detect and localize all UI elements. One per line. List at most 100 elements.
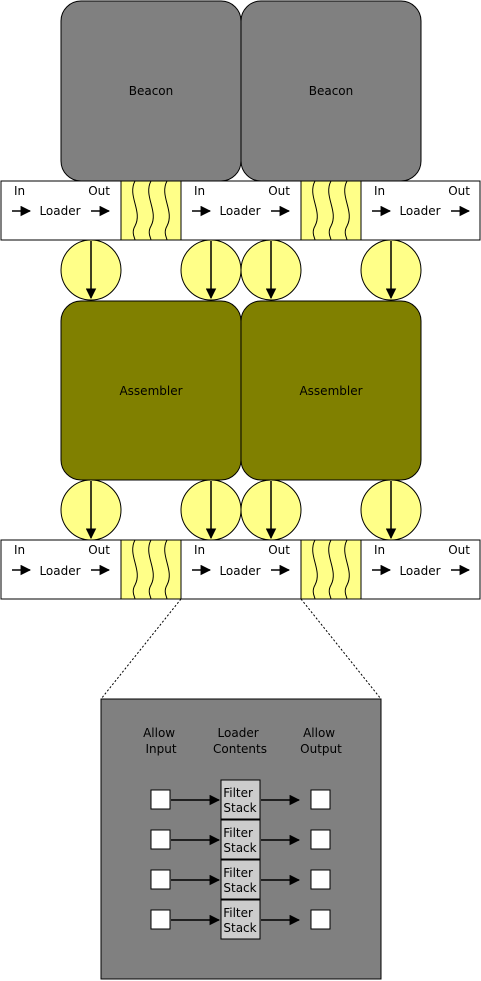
filter-stack-line: Stack [223,881,256,895]
loader-in-label: In [14,184,25,198]
inserter [180,479,242,541]
col-header-line: Contents [213,742,267,756]
loader-out-label: Out [448,184,470,198]
loader-row-top: In Out Loader In Out Loader [0,180,481,241]
filter-stack-box [220,899,261,940]
col-header-line: Allow [303,726,335,740]
filter-stack-line: Stack [223,841,256,855]
allow-input-checkbox[interactable] [150,869,171,890]
belt-wave [148,539,154,600]
loader-out-label: Out [88,543,110,557]
loader: In Out Loader [0,539,122,600]
filter-stack-line: Filter [223,906,253,920]
inserter [180,239,242,301]
loader-out-label: Out [88,184,110,198]
loader-label: Loader [219,564,260,578]
belt [120,539,182,600]
loader-label: Loader [399,564,440,578]
inserter [240,239,302,301]
beacon-right: Beacon [240,0,422,182]
loader-label: Loader [39,564,80,578]
assembler-box [240,300,422,481]
belt-box [300,539,362,600]
loader: In Out Loader [0,180,122,241]
filter-stack-line: Filter [223,866,253,880]
belt-wave [312,180,318,241]
allow-input-checkbox[interactable] [150,829,171,850]
belt-wave [344,539,350,600]
filter-stack-label: Filter Stack [223,826,257,855]
filter-stack-line: Stack [223,921,256,935]
col-header-loader-contents: Loader Contents [213,726,267,756]
col-header-line: Input [145,742,176,756]
col-header-line: Allow [143,726,175,740]
col-header-line: Output [300,742,342,756]
zoom-line-left [100,598,182,700]
assembler-left: Assembler [60,300,242,481]
loader-out-label: Out [268,184,290,198]
inserter [360,239,422,301]
loader-in-label: In [374,543,385,557]
inserter [60,479,122,541]
allow-input-checkbox[interactable] [150,909,171,930]
filter-stack-label: Filter Stack [223,786,257,815]
beacon-label: Beacon [129,84,174,98]
filter-row: Filter Stack [150,779,331,820]
belt-wave [328,539,334,600]
loader-in-label: In [14,543,25,557]
loader: In Out Loader [360,539,481,600]
filter-stack-line: Filter [223,826,253,840]
filter-stack-line: Filter [223,786,253,800]
belt [300,539,362,600]
belt-wave [344,180,350,241]
loader-label: Loader [39,204,80,218]
allow-input-checkbox[interactable] [150,789,171,810]
belt-wave [132,180,138,241]
inserter-row-top [60,239,422,301]
inserter-row-bottom [60,479,422,541]
filter-row: Filter Stack [150,859,331,900]
loader-out-label: Out [448,543,470,557]
filter-stack-box [220,779,261,820]
loader-in-label: In [194,184,205,198]
allow-output-checkbox[interactable] [310,789,331,810]
inserter [60,239,122,301]
allow-output-checkbox[interactable] [310,829,331,850]
loader-in-label: In [374,184,385,198]
filter-stack-label: Filter Stack [223,906,257,935]
inserter [240,479,302,541]
belt-box [300,180,362,241]
allow-output-checkbox[interactable] [310,909,331,930]
filter-stack-box [220,819,261,860]
belt-box [120,539,182,600]
loader-label: Loader [399,204,440,218]
assembler-label: Assembler [119,384,182,398]
loader-detail-panel: Allow Input Loader Contents Allow Output… [100,698,382,980]
loader-in-label: In [194,543,205,557]
beacon-left: Beacon [60,0,242,182]
filter-stack-box [220,859,261,900]
belt-wave [328,180,334,241]
col-header-line: Loader [218,726,259,740]
assembler-label: Assembler [299,384,362,398]
belt-wave [132,539,138,600]
inserter [360,479,422,541]
allow-output-checkbox[interactable] [310,869,331,890]
belt [300,180,362,241]
filter-stack-label: Filter Stack [223,866,257,895]
belt-box [120,180,182,241]
filter-row: Filter Stack [150,819,331,860]
belt-wave [312,539,318,600]
belt-wave [148,180,154,241]
belt-wave [164,539,170,600]
belt-wave [164,180,170,241]
belt [120,180,182,241]
col-header-allow-input: Allow Input [143,726,179,756]
loader-out-label: Out [268,543,290,557]
loader: In Out Loader [360,180,481,241]
zoom-line-right [300,598,382,700]
col-header-allow-output: Allow Output [300,726,342,756]
assembler-right: Assembler [240,300,422,481]
loader: In Out Loader [180,539,302,600]
